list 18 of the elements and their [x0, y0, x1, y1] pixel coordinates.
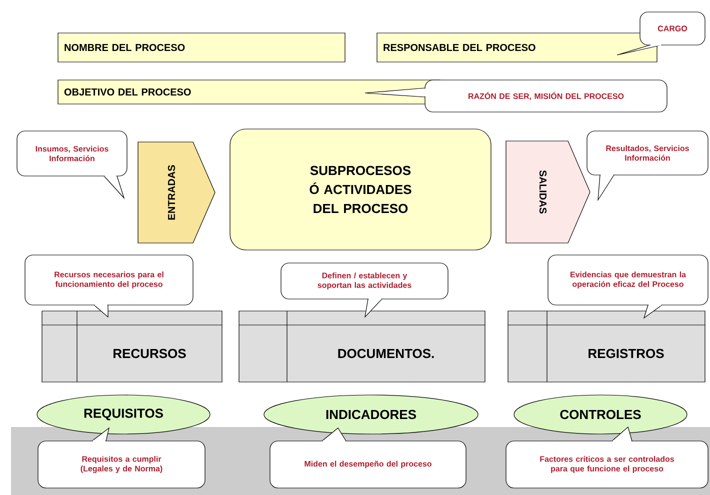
node-label: CARGO: [658, 26, 688, 32]
speech-bubble: Factores críticos a ser controlados para que funcione el proceso: [506, 426, 708, 488]
table-box: RECURSOS: [42, 310, 222, 382]
speech-bubble: Recursos necesarios para el funcionamiento del proceso: [24, 254, 194, 318]
speech-bubble: Requisitos a cumplir (Legales y de Norma): [38, 427, 206, 488]
speech-bubble: Miden el desempeño del proceso: [270, 428, 466, 488]
table-box: REGISTROS: [508, 310, 706, 382]
table-box: DOCUMENTOS.: [238, 310, 486, 382]
speech-bubble: Evidencias que demuestran la operación eficaz del Proceso: [548, 254, 708, 319]
field-bar: OBJETIVO DEL PROCESO: [58, 80, 440, 104]
field-bar: RESPONSABLE DEL PROCESO: [376, 32, 658, 62]
field-bar: NOMBRE DEL PROCESO: [58, 32, 346, 62]
speech-bubble: RAZÓN DE SER, MISIÓN DEL PROCESO: [364, 80, 668, 112]
speech-bubble: Resultados, Servicios Información: [586, 130, 708, 202]
speech-bubble: Insumos, Servicios Información: [16, 130, 128, 200]
process-box: SUBPROCESOS Ó ACTIVIDADES DEL PROCESO: [230, 128, 492, 250]
speech-bubble: CARGO: [616, 12, 706, 56]
speech-bubble: Definen / establecen y soportan las actividades: [280, 262, 448, 318]
